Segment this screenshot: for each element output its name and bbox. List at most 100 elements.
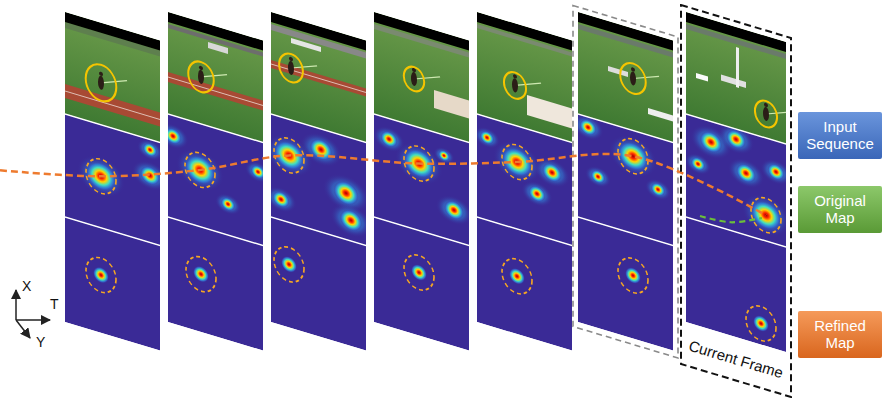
current-frame-outline: Current Frame [680,4,792,398]
heat-blob [651,181,665,198]
heat-glow [137,136,160,164]
scene-patch [608,66,628,77]
heat-blob [281,254,297,275]
letterbox [65,12,160,51]
athlete [98,75,104,91]
scene-patch [721,75,746,89]
athlete [411,71,417,87]
video-frame [265,10,372,352]
predicted-trajectory [700,216,762,222]
input-image [578,12,673,143]
heat-blob [542,161,562,185]
label-holder: Current Frame [687,337,785,381]
refined-heatmap [65,217,160,351]
band-separator [168,114,263,143]
box-label: Input Sequence [802,118,878,153]
axis-label: X [22,278,31,294]
scene-patch [648,108,673,122]
heat-blob [529,183,546,204]
athlete [512,78,518,94]
video-frame [65,12,168,353]
pole [515,75,541,93]
map-ground [477,217,572,351]
target-circle [620,60,646,98]
athlete [763,106,769,122]
athlete-head [513,74,517,79]
heat-blob [251,163,263,180]
scene-patch [527,95,572,129]
running-track [168,72,263,111]
heat-blob [143,141,157,158]
map-ground [374,217,469,351]
refined-heatmap [168,217,263,351]
legend-box: Input Sequence [798,112,882,159]
heat-blob [93,265,109,286]
target-circle [755,98,777,131]
trajectory [0,154,766,215]
heat-blob [618,138,648,175]
band-separator [65,217,160,246]
pole [414,69,440,87]
refined-heatmap [578,217,673,351]
heat-blob [736,161,756,185]
heat-glow [436,191,469,230]
heat-blob [625,265,641,286]
band-separator [686,114,786,144]
heat-blob [444,198,464,222]
band-separator [477,114,572,143]
heat-blob [193,264,209,285]
scene-patch [696,73,708,82]
heat-blob [381,129,398,150]
band-separator [271,114,366,143]
target-ring [404,251,434,294]
video-frame [572,10,673,350]
scene-patch [291,38,321,52]
legend-box: Refined Map [798,311,882,358]
refined-heatmap [686,217,786,352]
band-separator [578,114,673,143]
axis-y [16,320,30,338]
heat-glow [168,119,189,152]
heat-blob [310,136,332,164]
box-label: Refined Map [802,317,878,352]
map-ground [168,217,263,351]
target-ring [86,254,116,297]
target-ring [618,254,648,297]
lane-line [168,77,263,106]
axis-label: T [50,296,59,312]
frame-caption: Current Frame [687,337,785,381]
video-frame [157,9,271,353]
refined-heatmap [477,217,572,351]
axis-x [15,290,17,320]
scene-patch [736,47,739,88]
band-separator [374,217,469,246]
heat-glow [686,150,711,178]
heat-glow [271,183,297,216]
athlete [630,71,636,87]
letterbox [374,12,469,51]
athlete-head [289,56,293,61]
heat-glow [742,188,786,242]
band-separator [65,114,160,143]
map-ground [65,217,160,351]
target-circle [279,50,303,85]
heat-blob [480,129,494,146]
heat-glow [215,190,241,218]
refined-heatmap [374,217,469,351]
map-ground [271,217,366,351]
letterbox [168,12,263,51]
refined-heatmap [271,217,366,351]
target-circle [504,69,526,102]
scene-patch [208,42,228,54]
axis-triad [16,290,50,338]
target-circle [188,58,214,96]
heat-blob [580,117,597,138]
previous-frame-outline [573,6,678,359]
band-separator [578,217,673,246]
heat-blob [591,168,605,185]
scene-patch [434,90,469,119]
band-separator [686,217,786,247]
video-frame [474,11,572,350]
athlete [288,60,294,76]
